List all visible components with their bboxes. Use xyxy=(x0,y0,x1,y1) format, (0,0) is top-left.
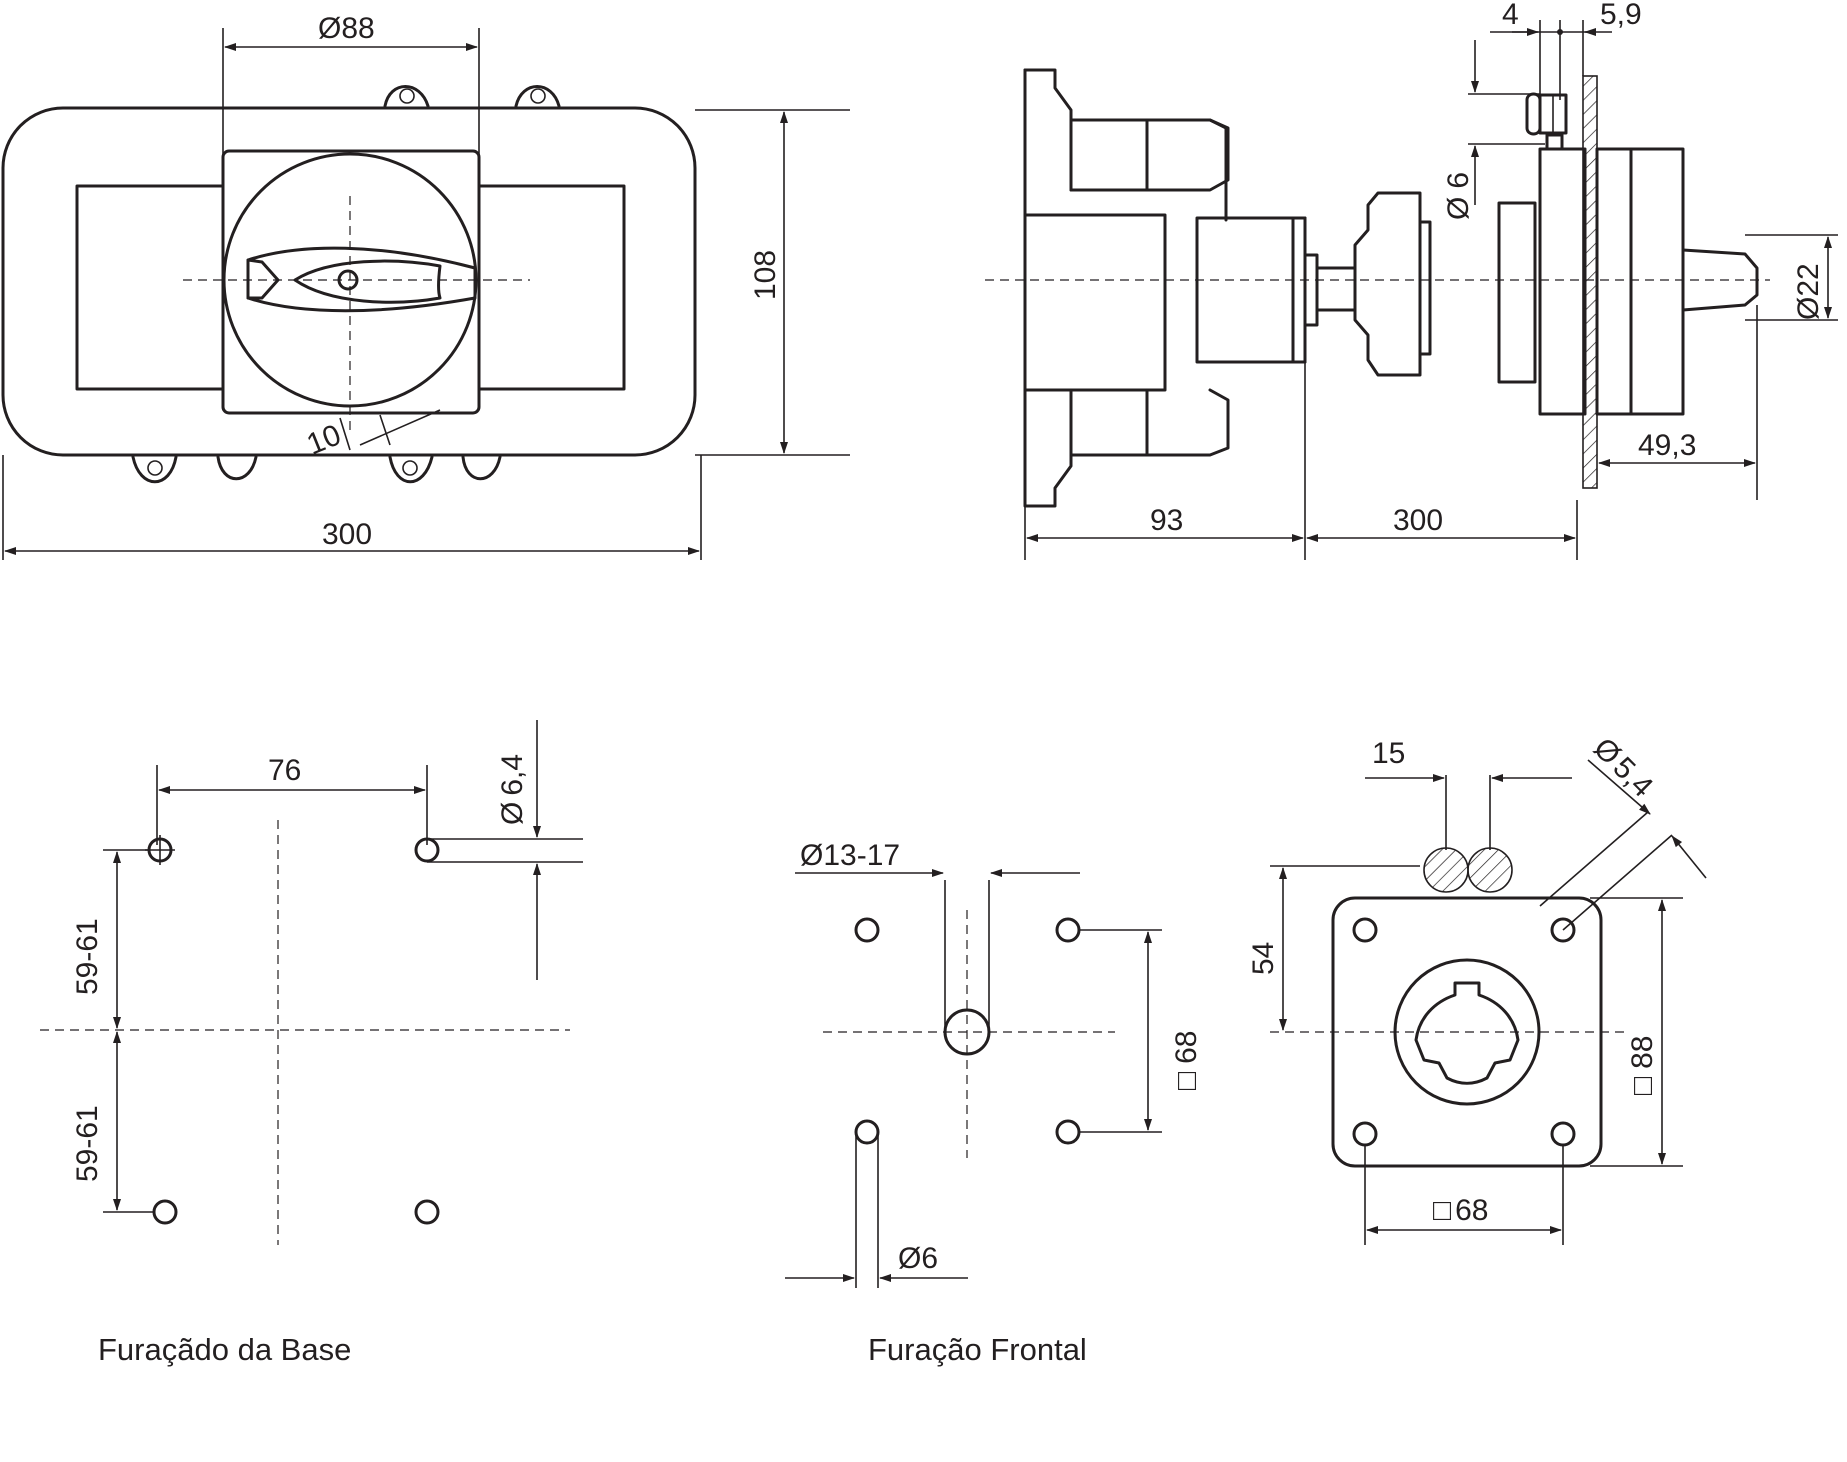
dim-49-3: 49,3 xyxy=(1638,429,1696,462)
flange-view: 15 Ø5,4 54 □88 □68 xyxy=(1247,732,1707,1245)
flange-hole-tl xyxy=(1352,917,1378,943)
door-handle-front xyxy=(1595,147,1685,416)
switch-body xyxy=(1023,213,1167,392)
handle-grip xyxy=(293,259,442,304)
flange-hole-tr xyxy=(1550,917,1576,943)
dim-screw-diameter: Ø6 xyxy=(1442,172,1475,220)
dim-68-front: □68 xyxy=(1170,1031,1203,1091)
front-view: Ø88 108 300 10 xyxy=(1,12,850,560)
flange-hole-br xyxy=(1550,1121,1576,1147)
mounting-lugs-bottom xyxy=(131,455,502,484)
base-profile-top xyxy=(1023,68,1228,222)
front-hole-tl xyxy=(854,917,880,943)
extension-knob xyxy=(1353,191,1422,377)
base-drilling: 76 Ø6,4 59-61 59-61 Furaçãdo da Base xyxy=(40,720,583,1367)
front-hole-br xyxy=(1055,1119,1081,1145)
flange-hole-bl xyxy=(1352,1121,1378,1147)
enclosure-body xyxy=(1,106,697,457)
lock-pin-right xyxy=(1467,847,1513,893)
side-view: 4 5,9 Ø6 Ø22 49,3 93 300 xyxy=(985,0,1838,560)
front-drilling-caption: Furação Frontal xyxy=(868,1332,1087,1367)
door-handle-base xyxy=(1497,201,1537,384)
lock-pin-left xyxy=(1423,847,1469,893)
dim-13-17: Ø13-17 xyxy=(800,839,900,872)
dim-handle-diameter: Ø88 xyxy=(318,12,375,45)
dim-shaft-diameter: Ø22 xyxy=(1792,263,1825,320)
shaft-housing xyxy=(1195,216,1307,364)
front-hole-tr xyxy=(1055,917,1081,943)
dim-15: 15 xyxy=(1372,737,1405,770)
dim-6-4: Ø6,4 xyxy=(496,754,529,825)
dim-height: 108 xyxy=(749,250,782,300)
door-panel xyxy=(1582,75,1598,489)
dim-59-61-bottom: 59-61 xyxy=(71,1105,104,1182)
dim-93: 93 xyxy=(1150,504,1183,537)
base-flange xyxy=(1069,118,1230,192)
mounting-lugs-top xyxy=(383,85,561,108)
front-hole-bl xyxy=(854,1119,880,1145)
base-hole-br xyxy=(414,1199,440,1225)
handle-shaft-tip xyxy=(1681,248,1759,312)
dim-76: 76 xyxy=(268,754,301,787)
dim-6-front: Ø6 xyxy=(898,1242,938,1275)
dim-300-side: 300 xyxy=(1393,504,1443,537)
screw-detail xyxy=(1525,92,1568,151)
shaft xyxy=(1315,266,1357,312)
dim-68-flange: □68 xyxy=(1433,1194,1489,1227)
dim-width: 300 xyxy=(322,518,372,551)
door-handle-body xyxy=(1538,147,1587,416)
front-drilling: Ø13-17 □68 Ø6 Furação Frontal xyxy=(785,839,1203,1367)
dim-5-9: 5,9 xyxy=(1600,0,1642,31)
dim-54: 54 xyxy=(1247,942,1280,975)
base-hole-bl xyxy=(152,1199,178,1225)
dim-88-flange: □88 xyxy=(1626,1036,1659,1096)
rotary-handle xyxy=(246,246,477,313)
base-drilling-caption: Furaçãdo da Base xyxy=(98,1332,351,1367)
shaft-keyway xyxy=(1414,981,1520,1085)
dim-59-61-top: 59-61 xyxy=(71,918,104,995)
dim-4: 4 xyxy=(1502,0,1519,31)
coupling xyxy=(1303,253,1319,327)
